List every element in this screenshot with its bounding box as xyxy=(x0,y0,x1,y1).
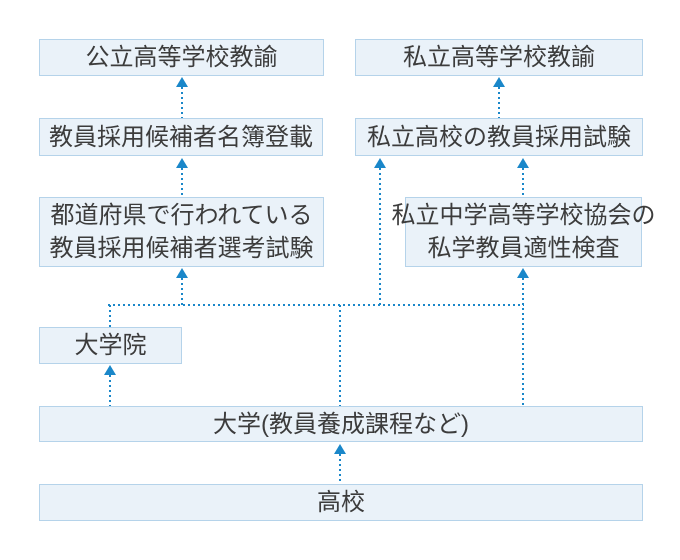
arrow-junction-to-prefectural-exam xyxy=(181,278,183,305)
node-private-hs-teacher: 私立高等学校教諭 xyxy=(355,39,643,76)
arrowhead-to-prefectural-exam xyxy=(176,268,188,278)
arrow-prefectural-exam-to-candidate-list xyxy=(181,168,183,197)
node-label: 高校 xyxy=(317,489,365,516)
node-private-aptitude-test: 私立中学高等学校協会の 私学教員適性検査 xyxy=(392,197,656,267)
node-label: 大学(教員養成課程など) xyxy=(213,410,469,438)
node-label: 大学院 xyxy=(74,332,147,359)
node-high-school: 高校 xyxy=(39,484,643,521)
node-label-line1: 都道府県で行われている xyxy=(50,202,313,229)
node-private-hs-exam: 私立高校の教員採用試験 xyxy=(355,118,643,156)
connector-university-to-junction xyxy=(339,305,341,406)
arrowhead-to-public-hs-teacher xyxy=(176,77,188,87)
junction-distribution-line xyxy=(108,304,524,306)
arrowhead-to-private-aptitude-test xyxy=(517,268,529,278)
arrowhead-to-private-hs-teacher xyxy=(493,77,505,87)
arrowhead-to-university xyxy=(334,444,346,454)
node-grad-school: 大学院 xyxy=(39,327,182,364)
arrowhead-to-candidate-list xyxy=(176,158,188,168)
arrowhead-to-private-hs-exam xyxy=(517,158,529,168)
arrow-private-hs-exam-to-private-hs-teacher xyxy=(498,87,500,118)
node-label-line1: 私立中学高等学校協会の xyxy=(391,202,656,229)
node-candidate-list: 教員採用候補者名簿登載 xyxy=(39,118,323,156)
arrowhead-direct-to-private-hs-exam xyxy=(374,158,386,168)
node-label-line2: 私学教員適性検査 xyxy=(427,235,620,262)
arrow-junction-to-private-hs-exam xyxy=(379,168,381,305)
node-label-line2: 教員採用候補者選考試験 xyxy=(49,235,314,262)
arrow-candidate-list-to-public-hs-teacher xyxy=(181,87,183,118)
node-public-hs-teacher: 公立高等学校教諭 xyxy=(39,39,324,76)
arrow-high-school-to-university xyxy=(339,454,341,484)
arrow-aptitude-test-to-private-hs-exam xyxy=(522,168,524,197)
node-label: 私立高校の教員採用試験 xyxy=(367,123,631,151)
arrow-university-to-grad-school xyxy=(109,375,111,406)
node-university: 大学(教員養成課程など) xyxy=(39,406,643,442)
arrow-university-to-private-aptitude-test xyxy=(522,278,524,406)
connector-grad-school-to-junction xyxy=(109,305,111,327)
node-prefectural-exam: 都道府県で行われている 教員採用候補者選考試験 xyxy=(39,197,324,267)
node-label: 私立高等学校教諭 xyxy=(403,44,595,71)
node-label: 公立高等学校教諭 xyxy=(85,44,278,71)
arrowhead-to-grad-school xyxy=(104,365,116,375)
node-label: 教員採用候補者名簿登載 xyxy=(49,123,313,151)
